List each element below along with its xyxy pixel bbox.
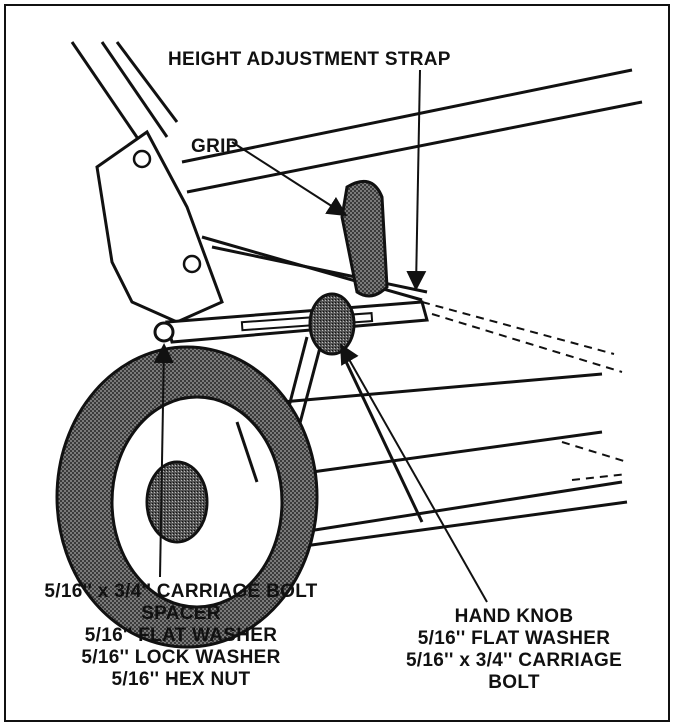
hand-knob: [308, 292, 356, 356]
strap-bolt: [153, 321, 175, 343]
left-part-spacer: SPACER: [141, 603, 221, 624]
handle-bar-main: [70, 41, 179, 153]
grip: [340, 179, 389, 298]
diagram-frame: HEIGHT ADJUSTMENT STRAP GRIP 5/16'' x 3/…: [4, 4, 670, 722]
side-bracket: [95, 129, 224, 324]
left-part-flat-washer: 5/16'' FLAT WASHER: [84, 625, 278, 646]
right-part-hand-knob: HAND KNOB: [454, 606, 574, 627]
right-part-flat-washer: 5/16'' FLAT WASHER: [417, 628, 611, 649]
leader-left-stack: [153, 343, 174, 578]
left-parts-list: 5/16'' x 3/4'' CARRIAGE BOLT SPACER 5/16…: [16, 581, 346, 691]
height-strap-label: HEIGHT ADJUSTMENT STRAP: [168, 49, 451, 70]
left-part-lock-washer: 5/16'' LOCK WASHER: [81, 647, 281, 668]
bracket-bolt-upper: [132, 149, 152, 169]
mower-handle-illustration: [55, 41, 643, 649]
right-parts-list: HAND KNOB 5/16'' FLAT WASHER 5/16'' x 3/…: [364, 606, 664, 694]
wheel: [55, 345, 319, 649]
bracket-bolt-lower: [182, 254, 202, 274]
handle-rails: [181, 68, 643, 549]
leader-grip: [231, 141, 348, 217]
dashed-extensions: [421, 301, 628, 481]
left-part-carriage-bolt: 5/16'' x 3/4'' CARRIAGE BOLT: [44, 581, 318, 602]
right-part-bolt: BOLT: [488, 672, 540, 693]
left-part-hex-nut: 5/16'' HEX NUT: [111, 669, 251, 690]
leader-hand-knob: [340, 343, 488, 603]
grip-label: GRIP: [191, 136, 239, 157]
right-part-carriage-bolt: 5/16'' x 3/4'' CARRIAGE: [405, 650, 623, 671]
leader-height-strap: [406, 69, 427, 291]
